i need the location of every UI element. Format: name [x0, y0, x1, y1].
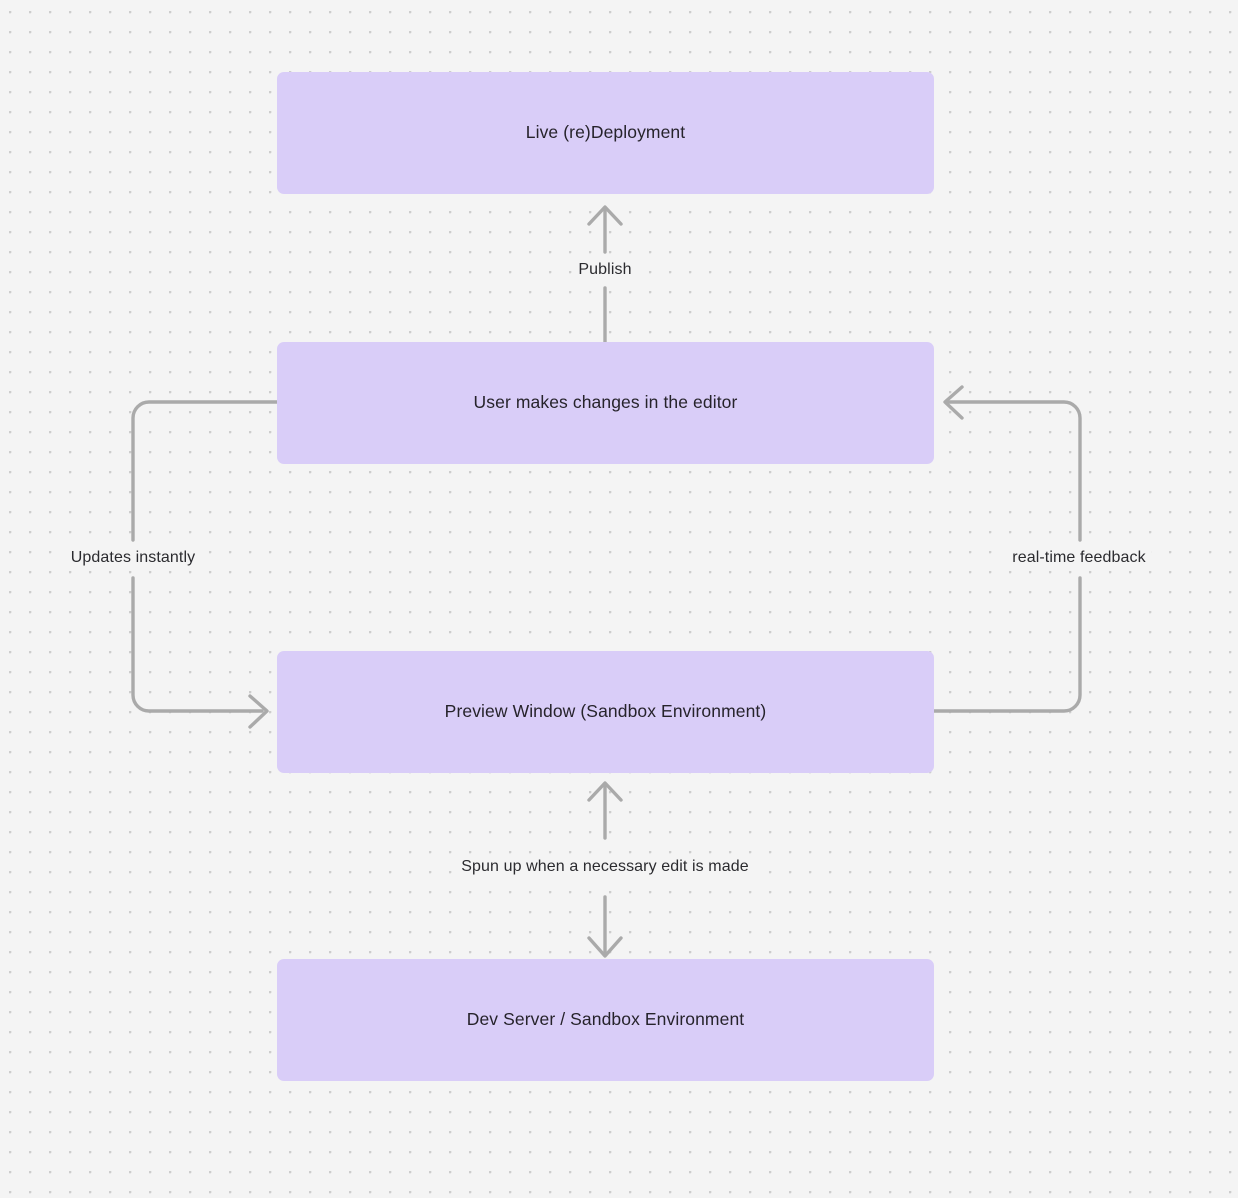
arrowhead-up-spun [587, 781, 623, 802]
node-label-user-edits: User makes changes in the editor [473, 392, 738, 413]
edge-label-publish: Publish [572, 259, 638, 281]
arrowhead-right-updates [248, 694, 269, 729]
node-live-deployment[interactable]: Live (re)Deployment [277, 72, 934, 194]
edge-label-updates-instantly: Updates instantly [64, 547, 202, 569]
edge-label-spun-up: Spun up when a necessary edit is made [455, 856, 755, 878]
arrowhead-left-feedback [943, 385, 964, 420]
node-dev-server[interactable]: Dev Server / Sandbox Environment [277, 959, 934, 1081]
node-label-live-deployment: Live (re)Deployment [525, 122, 686, 143]
arrowhead-up-publish [587, 205, 623, 226]
node-user-edits[interactable]: User makes changes in the editor [277, 342, 934, 464]
node-preview-window[interactable]: Preview Window (Sandbox Environment) [277, 651, 934, 773]
edge-label-real-time-feedback: real-time feedback [1006, 547, 1152, 569]
node-label-preview-window: Preview Window (Sandbox Environment) [444, 701, 767, 722]
arrowhead-down-spun [587, 936, 623, 958]
node-label-dev-server: Dev Server / Sandbox Environment [466, 1009, 745, 1030]
